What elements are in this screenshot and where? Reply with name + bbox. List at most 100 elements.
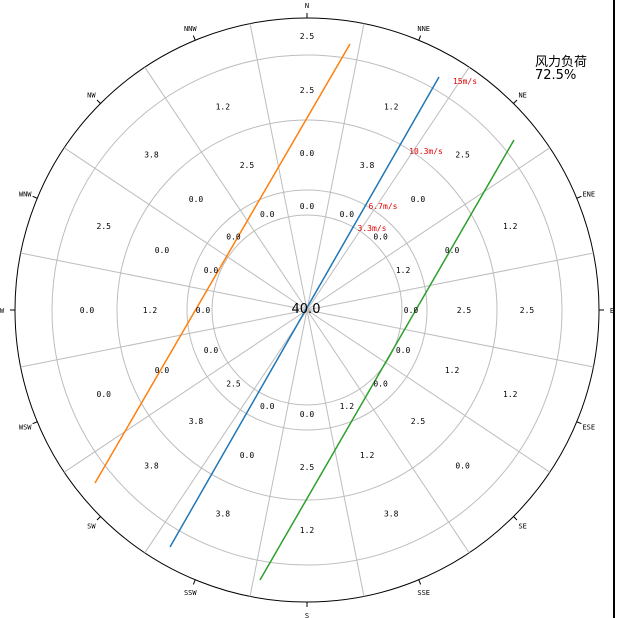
spoke <box>144 66 308 311</box>
cell-value: 0.0 <box>373 380 388 389</box>
direction-label-nw: NW <box>87 91 96 99</box>
cell-value: 0.0 <box>404 306 419 315</box>
direction-label-s: S <box>305 612 309 618</box>
cell-value: 1.2 <box>143 306 158 315</box>
cell-value: 3.8 <box>384 509 399 518</box>
cell-value: 0.0 <box>373 232 388 241</box>
spoke <box>63 309 308 473</box>
cell-value: 1.2 <box>503 222 518 231</box>
cell-value: 3.8 <box>360 161 375 170</box>
direction-label-wsw: WSW <box>19 424 32 432</box>
direction-tick <box>513 516 518 521</box>
ring-2 <box>186 189 428 431</box>
cell-value: 0.0 <box>260 210 275 219</box>
spoke <box>249 309 308 597</box>
spoke <box>306 309 365 597</box>
chart-lines <box>94 43 515 581</box>
cell-value: 2.5 <box>457 306 472 315</box>
legend-value: 72.5% <box>535 68 577 83</box>
cell-value: 3.8 <box>144 150 159 159</box>
cell-value: 0.0 <box>155 366 170 375</box>
cell-value: 1.2 <box>216 103 231 112</box>
ring-4 <box>51 54 563 566</box>
cell-value: 2.5 <box>226 380 241 389</box>
cell-value: 0.0 <box>80 306 95 315</box>
cell-value: 0.0 <box>300 202 315 211</box>
ring-label: 10.3m/s <box>409 147 443 156</box>
cell-value: 1.2 <box>396 266 411 275</box>
ring-label: 6.7m/s <box>369 202 398 211</box>
cell-value: 1.2 <box>445 366 460 375</box>
direction-label-nne: NNE <box>417 25 430 33</box>
spoke <box>306 147 551 311</box>
cell-value: 1.2 <box>300 526 315 535</box>
direction-label-n: N <box>305 2 309 10</box>
cell-value: 2.5 <box>240 161 255 170</box>
direction-tick <box>96 516 101 521</box>
series-line-1 <box>94 43 351 484</box>
ring-label: 3.3m/s <box>358 224 387 233</box>
chart-ring-labels: 3.3m/s 6.7m/s 10.3m/s 15m/s <box>358 77 478 233</box>
cell-value: 0.0 <box>189 195 204 204</box>
cell-value: 0.0 <box>300 149 315 158</box>
cell-value: 2.5 <box>97 222 112 231</box>
cell-value: 2.5 <box>411 417 426 426</box>
direction-label-sw: SW <box>87 523 96 531</box>
spoke <box>306 66 470 311</box>
direction-label-e: E <box>610 307 614 315</box>
ring-1 <box>211 214 403 406</box>
cell-value: 1.2 <box>360 451 375 460</box>
spoke <box>306 309 594 368</box>
spoke <box>20 252 308 311</box>
direction-label-ne: NE <box>518 91 526 99</box>
cell-value: 0.0 <box>155 246 170 255</box>
cell-value: 3.8 <box>144 462 159 471</box>
cell-value: 0.0 <box>411 195 426 204</box>
direction-label-ene: ENE <box>582 190 595 198</box>
cell-value: 0.0 <box>240 451 255 460</box>
chart-cell-labels: 0.0 0.0 2.5 2.5 0.0 3.8 1.2 0.0 0.0 2.5 1.2 0.0 1.2 0… <box>80 32 535 535</box>
cell-value: 0.0 <box>260 402 275 411</box>
direction-label-se: SE <box>518 523 526 531</box>
direction-tick <box>513 99 518 104</box>
cell-value: 3.8 <box>189 417 204 426</box>
cell-value: 0.0 <box>196 306 211 315</box>
direction-tick <box>576 421 582 425</box>
cell-value: 1.2 <box>340 402 355 411</box>
cell-value: 2.5 <box>520 306 535 315</box>
series-line-3 <box>259 139 515 581</box>
ring-label: 15m/s <box>453 77 477 86</box>
cell-value: 2.5 <box>455 150 470 159</box>
legend-label: 风力负荷 <box>535 55 588 70</box>
direction-tick <box>576 195 582 199</box>
cell-value: 0.0 <box>445 246 460 255</box>
center-label: 40.0 <box>292 302 321 317</box>
spoke <box>306 309 551 473</box>
spoke <box>63 147 308 311</box>
legend: 风力负荷 72.5% <box>535 56 587 82</box>
spoke <box>306 252 594 311</box>
cell-value: 0.0 <box>226 232 241 241</box>
direction-tick <box>418 579 422 585</box>
cell-value: 2.5 <box>300 463 315 472</box>
cell-value: 0.0 <box>340 210 355 219</box>
cell-value: 3.8 <box>216 509 231 518</box>
cell-value: 0.0 <box>300 410 315 419</box>
cell-value: 0.0 <box>97 390 112 399</box>
direction-tick <box>32 195 38 199</box>
cell-value: 1.2 <box>384 103 399 112</box>
direction-tick <box>192 35 196 41</box>
spoke <box>306 23 365 311</box>
panel-edge <box>613 0 615 618</box>
direction-label-w: W <box>0 307 5 315</box>
direction-label-wnw: WNW <box>19 190 32 198</box>
direction-label-ese: ESE <box>582 424 595 432</box>
cell-value: 2.5 <box>300 86 315 95</box>
cell-value: 0.0 <box>204 346 219 355</box>
direction-tick <box>32 421 38 425</box>
direction-label-sse: SSE <box>417 589 430 597</box>
spoke <box>144 309 308 554</box>
cell-value: 2.5 <box>300 32 315 41</box>
cell-value: 0.0 <box>204 266 219 275</box>
